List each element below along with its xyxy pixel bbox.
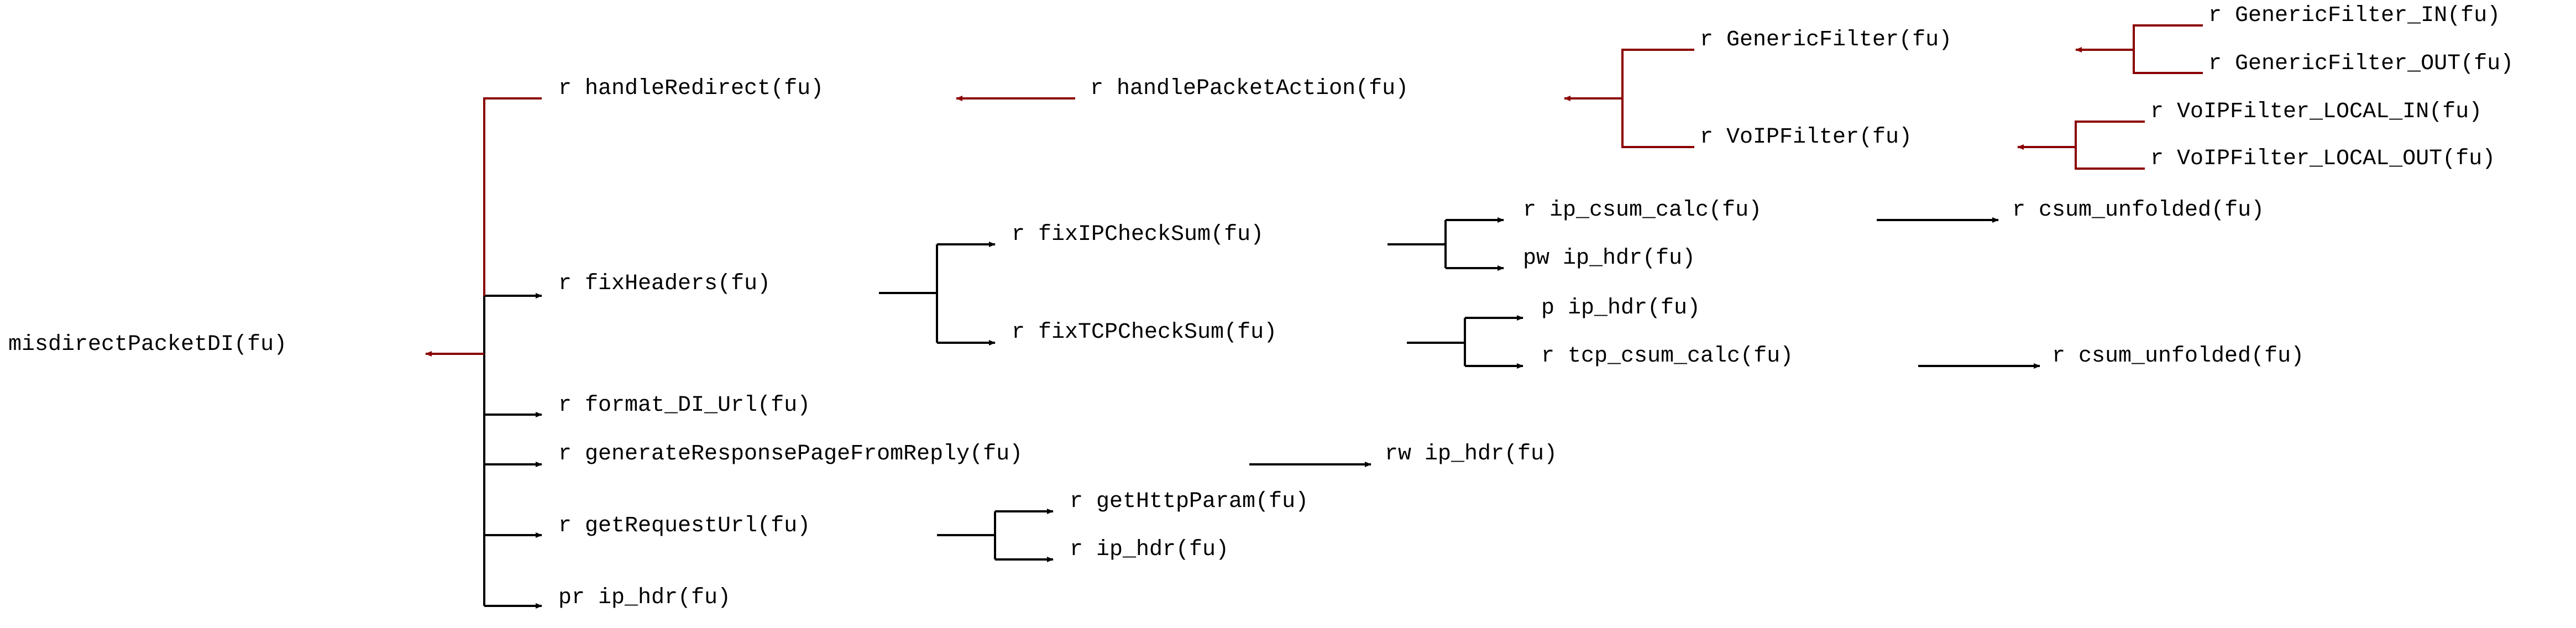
node-get-http-param: r getHttpParam(fu) xyxy=(1070,489,1309,514)
edge-voip-filter-bracket xyxy=(2075,121,2145,170)
node-generic-filter-out: r GenericFilter_OUT(fu) xyxy=(2208,51,2514,76)
node-generic-filter-in: r GenericFilter_IN(fu) xyxy=(2208,3,2501,28)
node-root: misdirectPacketDI(fu) xyxy=(8,332,287,357)
node-format-di-url: r format_DI_Url(fu) xyxy=(558,393,811,418)
node-rw-ip-hdr: rw ip_hdr(fu) xyxy=(1385,442,1558,467)
node-p-ip-hdr: p ip_hdr(fu) xyxy=(1541,296,1701,321)
node-handle-packet-action: r handlePacketAction(fu) xyxy=(1090,76,1409,101)
node-generic-filter: r GenericFilter(fu) xyxy=(1700,28,1952,53)
node-r-ip-hdr: r ip_hdr(fu) xyxy=(1070,537,1229,562)
edge-generic-filter-bracket xyxy=(2133,24,2203,74)
node-tcp-csum-calc: r tcp_csum_calc(fu) xyxy=(1541,344,1794,369)
node-get-request-url: r getRequestUrl(fu) xyxy=(558,514,811,538)
node-voip-filter: r VoIPFilter(fu) xyxy=(1700,125,1913,150)
node-voip-filter-local-in: r VoIPFilter_LOCAL_IN(fu) xyxy=(2150,100,2483,124)
node-fix-tcp-checksum: r fixTCPCheckSum(fu) xyxy=(1012,320,1277,345)
node-pw-ip-hdr: pw ip_hdr(fu) xyxy=(1523,246,1696,271)
node-fix-headers: r fixHeaders(fu) xyxy=(558,271,771,296)
node-voip-filter-local-out: r VoIPFilter_LOCAL_OUT(fu) xyxy=(2150,146,2496,171)
edge-filters-bracket xyxy=(1621,49,1694,148)
node-pr-ip-hdr: pr ip_hdr(fu) xyxy=(558,585,731,610)
node-csum-unfolded-2: r csum_unfolded(fu) xyxy=(2052,344,2305,369)
node-fix-ip-checksum: r fixIPCheckSum(fu) xyxy=(1012,222,1264,247)
node-handle-redirect: r handleRedirect(fu) xyxy=(558,76,824,101)
node-generate-response-page: r generateResponsePageFromReply(fu) xyxy=(558,442,1023,467)
node-csum-unfolded-1: r csum_unfolded(fu) xyxy=(2012,198,2265,223)
node-ip-csum-calc: r ip_csum_calc(fu) xyxy=(1523,198,1762,223)
edge-handle-redirect-link xyxy=(483,97,542,296)
